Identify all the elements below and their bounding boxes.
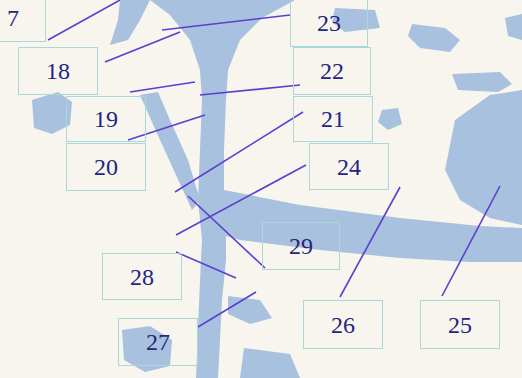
leader-line (48, 0, 120, 40)
callout-number: 23 (317, 11, 341, 35)
leader-line (176, 165, 306, 235)
callout-number: 29 (289, 234, 313, 258)
callout-box: 26 (303, 300, 383, 349)
callout-number: 27 (146, 330, 170, 354)
callout-box: 23 (290, 0, 368, 47)
leader-line (162, 15, 290, 30)
leader-line (130, 82, 195, 92)
leader-line (105, 32, 180, 62)
callout-number: 24 (337, 155, 361, 179)
callout-number: 7 (7, 6, 19, 30)
callout-number: 21 (321, 107, 345, 131)
leader-line (175, 112, 303, 192)
callout-box: 29 (262, 222, 340, 270)
leader-line (188, 196, 265, 268)
leader-line (128, 115, 205, 140)
callout-box: 21 (293, 96, 373, 142)
callout-number: 25 (448, 313, 472, 337)
callout-box: 20 (66, 143, 146, 191)
callout-box: 24 (309, 143, 389, 190)
callout-box: 19 (66, 96, 146, 142)
callout-box: 22 (293, 47, 371, 95)
leader-line (176, 252, 236, 278)
leader-line (200, 85, 300, 95)
callout-number: 26 (331, 313, 355, 337)
callout-box: 18 (18, 47, 98, 95)
callout-box: 7 (0, 0, 46, 42)
callout-number: 19 (94, 107, 118, 131)
callout-box: 28 (102, 253, 182, 300)
callout-box: 27 (118, 318, 198, 366)
callout-number: 20 (94, 155, 118, 179)
callout-number: 22 (320, 59, 344, 83)
callout-number: 18 (46, 59, 70, 83)
callout-box: 25 (420, 300, 500, 349)
callout-number: 28 (130, 265, 154, 289)
leader-line (198, 292, 256, 327)
leader-line (340, 187, 400, 297)
leader-line (442, 186, 500, 296)
